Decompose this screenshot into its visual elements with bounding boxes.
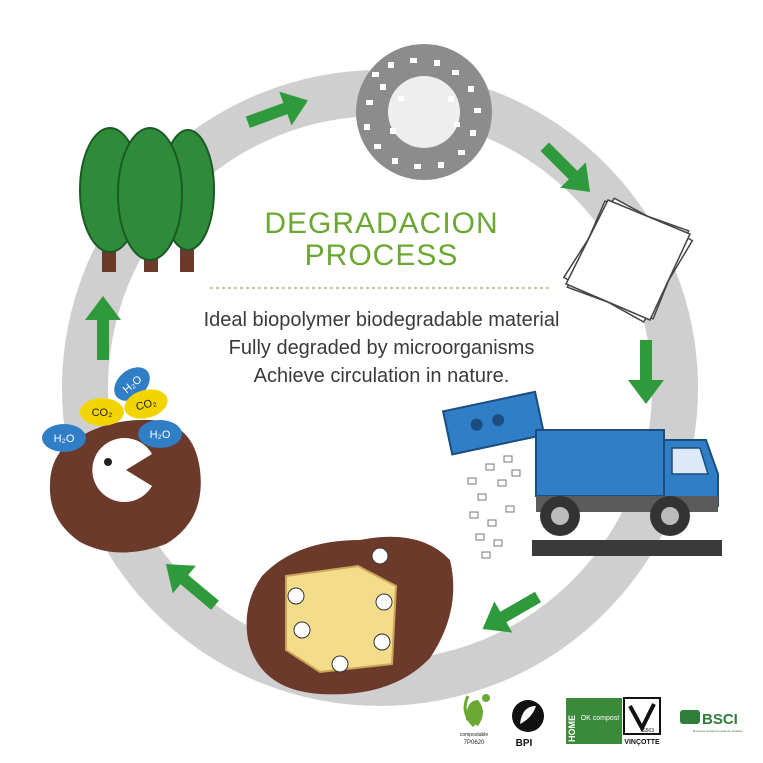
vincotte-code: S563 <box>642 728 654 734</box>
bpi-logo: BPI <box>512 700 544 749</box>
soil-microorganism-illustration <box>49 419 201 553</box>
plastic-pellets-illustration <box>356 44 492 180</box>
garbage-truck-illustration <box>441 390 722 559</box>
arrow-truck-to-compost <box>482 591 541 633</box>
trees-illustration <box>79 127 215 272</box>
co2-bubble-right <box>124 389 168 419</box>
compost-decomposition-illustration <box>246 536 454 695</box>
gas-bubbles: H₂O CO₂ CO₂ H₂O H₂O <box>42 367 182 452</box>
compostable-label: compostable <box>460 732 489 738</box>
diagram-title-line2: PROCESS <box>304 239 459 272</box>
description-line2: Fully degraded by microorganisms <box>228 337 535 359</box>
arrow-film-to-truck <box>628 340 664 404</box>
home-label: HOME <box>567 715 577 742</box>
bsci-label: BSCI <box>702 711 738 728</box>
certification-logos: compostable 7P0620 BPI HOME OK compost S… <box>460 694 743 749</box>
bsci-logo: BSCI Business Social Compliance Initiati… <box>680 710 743 733</box>
co2-label-right: CO₂ <box>135 396 158 413</box>
arrow-soil-to-trees <box>85 296 121 360</box>
compostable-code: 7P0620 <box>464 740 485 746</box>
cycle-arrows <box>85 91 664 633</box>
film-sheets-illustration <box>562 197 694 323</box>
co2-bubble-left <box>80 398 124 426</box>
arrow-pellets-to-film <box>540 142 591 193</box>
h2o-label-right: H₂O <box>150 429 171 441</box>
ok-compost-home-logo: HOME OK compost S563 VINÇOTTE <box>566 697 661 746</box>
description-line1: Ideal biopolymer biodegradable material <box>203 309 560 331</box>
ok-compost-label: OK compost <box>581 715 620 722</box>
diagram-title-line1: DEGRADACION <box>264 207 499 240</box>
compostable-logo: compostable 7P0620 <box>460 694 490 746</box>
h2o-bubble-left <box>42 424 86 452</box>
arrow-compost-to-soil <box>165 564 219 610</box>
h2o-bubble-right <box>138 420 182 448</box>
arrow-trees-to-pellets <box>245 91 308 128</box>
bpi-label: BPI <box>516 738 533 749</box>
co2-label-left: CO₂ <box>92 407 113 419</box>
h2o-label-left: H₂O <box>54 433 75 445</box>
description-line3: Achieve circulation in nature. <box>253 365 510 387</box>
bsci-sublabel: Business Social Compliance Initiative <box>693 729 743 733</box>
vincotte-label: VINÇOTTE <box>624 739 660 746</box>
